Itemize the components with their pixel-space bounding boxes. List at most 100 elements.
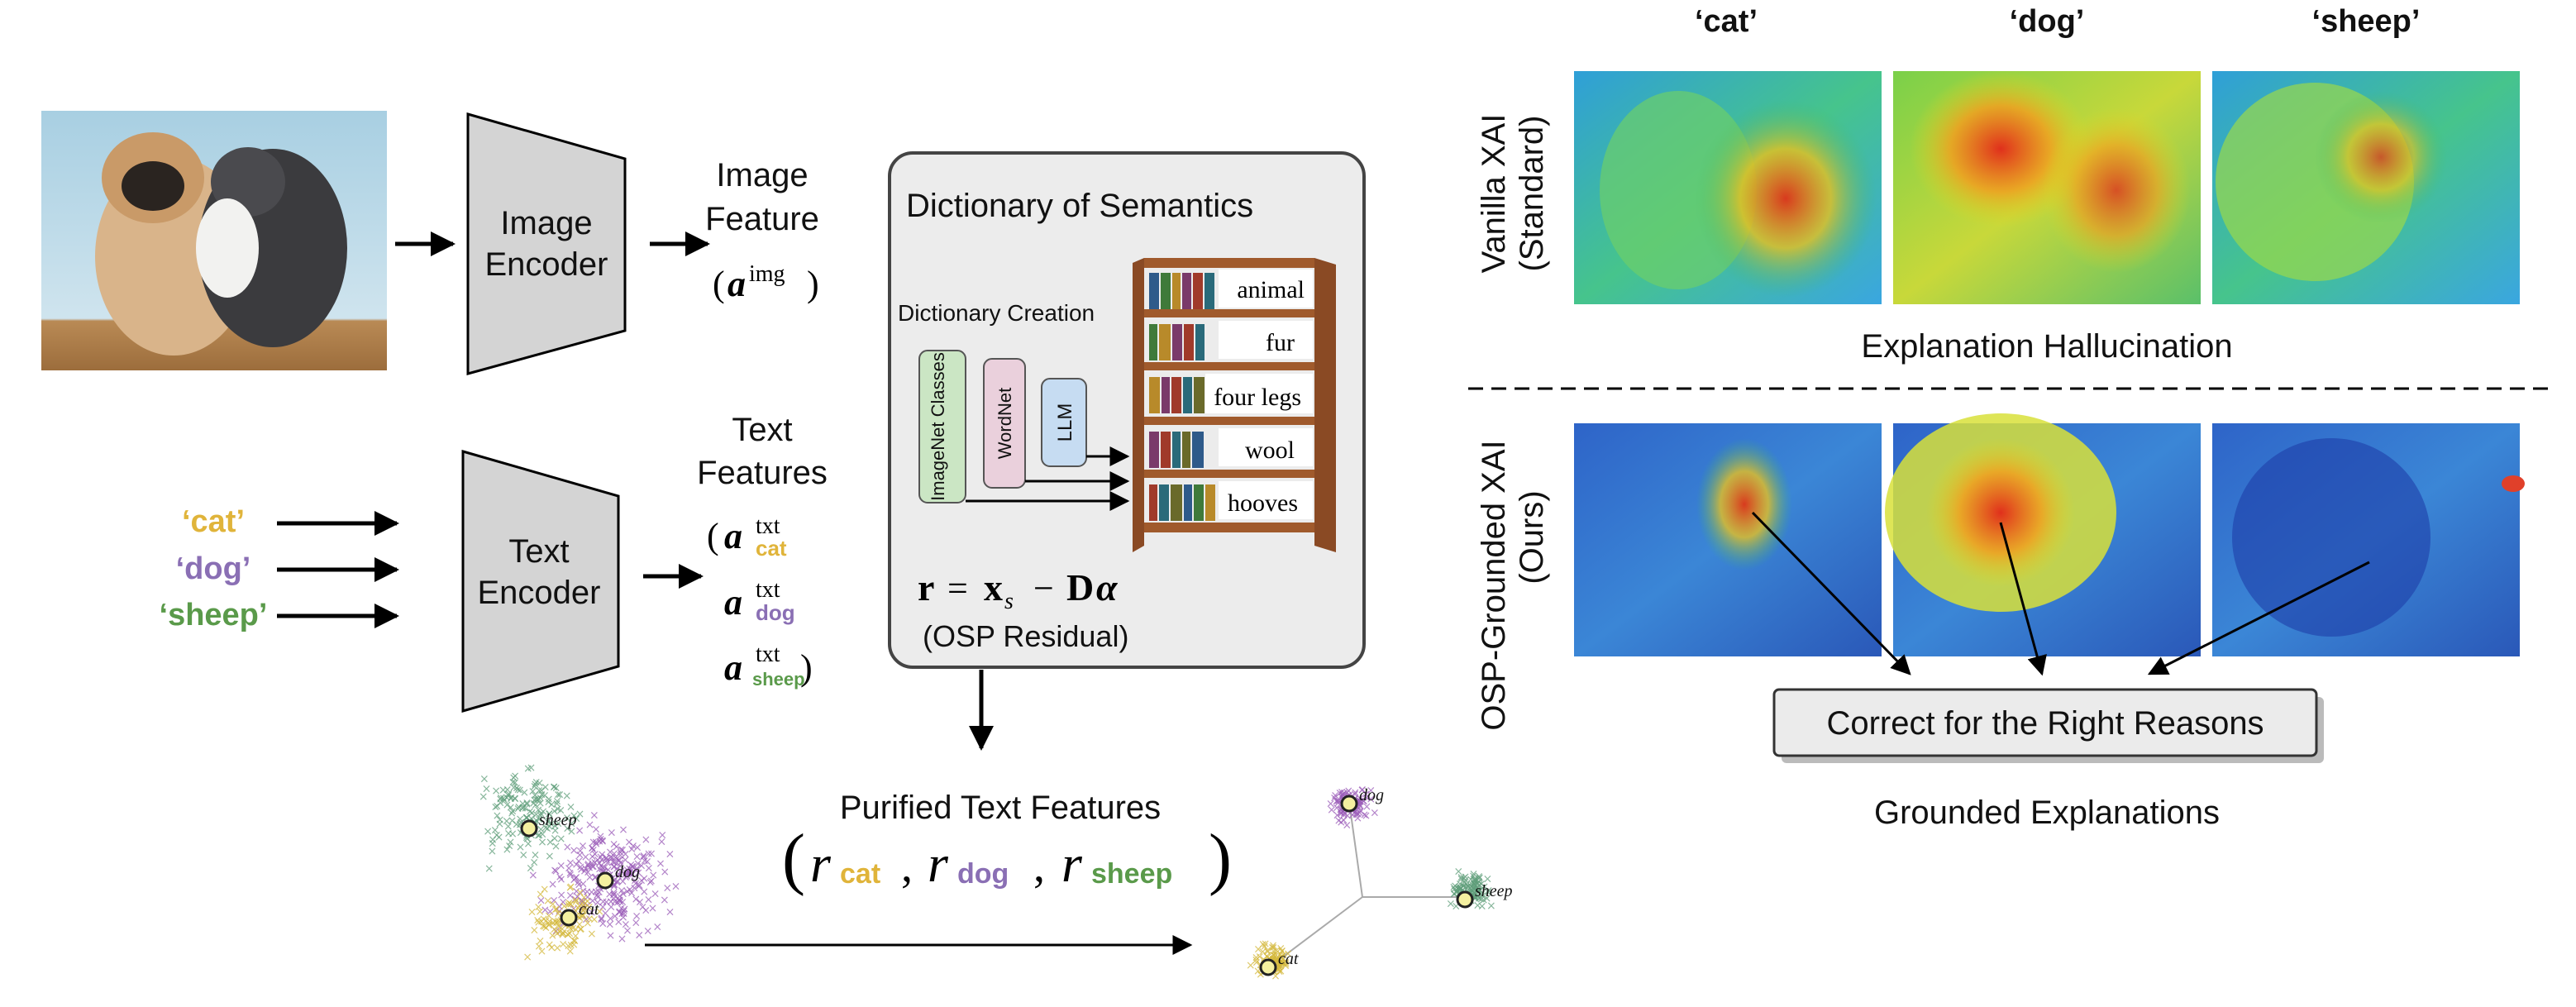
dog-point: ×: [556, 859, 566, 872]
dog-point: ×: [613, 854, 623, 867]
dog-point: ×: [1351, 786, 1361, 799]
sheep-point: ×: [502, 814, 512, 828]
sheep-point: ×: [514, 801, 524, 814]
dog-point: ×: [644, 847, 654, 861]
cat-point: ×: [1281, 960, 1290, 973]
sheep-point: ×: [518, 798, 528, 811]
cat-point: ×: [1276, 952, 1286, 965]
dog-point: ×: [589, 809, 599, 823]
sheep-point: ×: [530, 789, 540, 802]
cat-point: ×: [577, 897, 587, 910]
image-encoder: Image Encoder: [466, 112, 627, 375]
dog-point: ×: [575, 824, 584, 838]
svg-text:r: r: [918, 566, 934, 608]
sheep-point: ×: [518, 802, 527, 815]
dog-point: ×: [632, 851, 642, 864]
dog-point: ×: [1332, 802, 1342, 815]
cat-point: ×: [580, 901, 589, 914]
svg-text:Feature: Feature: [705, 201, 819, 237]
dog-point: ×: [565, 857, 575, 870]
sheep-point: ×: [510, 793, 520, 806]
sheep-point: ×: [1455, 882, 1465, 895]
text-encoder: Text Encoder: [461, 450, 620, 713]
sheep-point: ×: [502, 843, 512, 857]
cat-point: ×: [1268, 952, 1278, 966]
dog-point: ×: [603, 857, 613, 870]
sheep-point: ×: [1470, 892, 1480, 905]
dog-point: ×: [631, 916, 641, 929]
dog-point: ×: [608, 886, 618, 900]
sheep-point: ×: [516, 816, 526, 829]
dog-point: ×: [1337, 790, 1347, 804]
cat-point: ×: [563, 928, 573, 942]
dog-point: ×: [609, 879, 619, 892]
osp-formula: r = x s − D α (OSP Residual): [918, 566, 1128, 653]
dog-point: ×: [1342, 818, 1352, 832]
dog-point: ×: [627, 886, 637, 900]
dog-point: ×: [1333, 797, 1343, 810]
sheep-point: ×: [503, 827, 513, 840]
cat-point: ×: [1276, 954, 1286, 967]
svg-text:dog: dog: [756, 600, 795, 625]
dog-point: ×: [632, 864, 642, 877]
book: [1172, 324, 1182, 360]
svg-text:D: D: [1066, 566, 1094, 608]
dog-point: ×: [1335, 786, 1345, 799]
cat-point: ×: [546, 942, 556, 955]
sheep-point: ×: [1452, 885, 1462, 899]
sheep-point: ×: [513, 802, 523, 815]
dog-point: ×: [1355, 795, 1365, 809]
dog-point: ×: [625, 867, 635, 881]
sheep-point: ×: [1472, 884, 1481, 897]
sheep-point: ×: [1467, 881, 1476, 894]
dog-point: ×: [618, 875, 627, 888]
dog-point: ×: [594, 857, 604, 871]
dog-point: ×: [576, 863, 586, 876]
dog-point: ×: [590, 871, 600, 885]
sheep-point: ×: [1475, 871, 1485, 885]
sheep-point: ×: [1470, 872, 1480, 885]
sheep-point: ×: [488, 845, 498, 858]
dog-point: ×: [623, 924, 632, 938]
dog-point: ×: [600, 861, 610, 875]
sheep-point: ×: [522, 796, 532, 809]
sheep-point: ×: [1470, 876, 1480, 889]
cat-point: ×: [536, 934, 546, 947]
dog-point: ×: [1339, 787, 1349, 800]
cat-centroid: [1259, 958, 1277, 976]
dog-point: ×: [633, 866, 643, 880]
dog-point: ×: [601, 852, 611, 865]
sheep-point: ×: [506, 792, 516, 805]
cat-point: ×: [575, 923, 585, 937]
cat-point: ×: [1273, 963, 1283, 976]
cat-point: ×: [576, 923, 586, 936]
cat-point: ×: [1272, 953, 1282, 966]
cat-point: ×: [584, 901, 594, 914]
dog-point: ×: [574, 855, 584, 868]
dog-point: ×: [609, 874, 619, 887]
dog-point: ×: [606, 901, 616, 914]
sheep-point: ×: [1461, 874, 1471, 887]
dog-point: ×: [587, 842, 597, 855]
cat-point: ×: [539, 913, 549, 926]
cat-point: ×: [1255, 950, 1265, 963]
sheep-point: ×: [518, 801, 528, 814]
cat-point: ×: [1274, 961, 1284, 974]
dog-point: ×: [1350, 806, 1360, 819]
sheep-point: ×: [532, 809, 541, 822]
dog-point: ×: [1338, 788, 1348, 801]
dog-point: ×: [1357, 784, 1367, 797]
sheep-point: ×: [1482, 892, 1492, 905]
dog-point: ×: [620, 903, 630, 916]
dog-point: ×: [580, 862, 590, 876]
source-imagenet-label: ImageNet Classes: [928, 352, 948, 501]
cat-point: ×: [1274, 961, 1284, 974]
cat-point: ×: [1269, 945, 1279, 958]
book: [1159, 484, 1169, 521]
sheep-point: ×: [542, 822, 552, 835]
sheep-point: ×: [575, 808, 585, 821]
sheep-point: ×: [1476, 884, 1486, 897]
dog-point: ×: [1352, 809, 1362, 822]
dog-point: ×: [613, 875, 623, 888]
sheep-point: ×: [545, 820, 555, 833]
